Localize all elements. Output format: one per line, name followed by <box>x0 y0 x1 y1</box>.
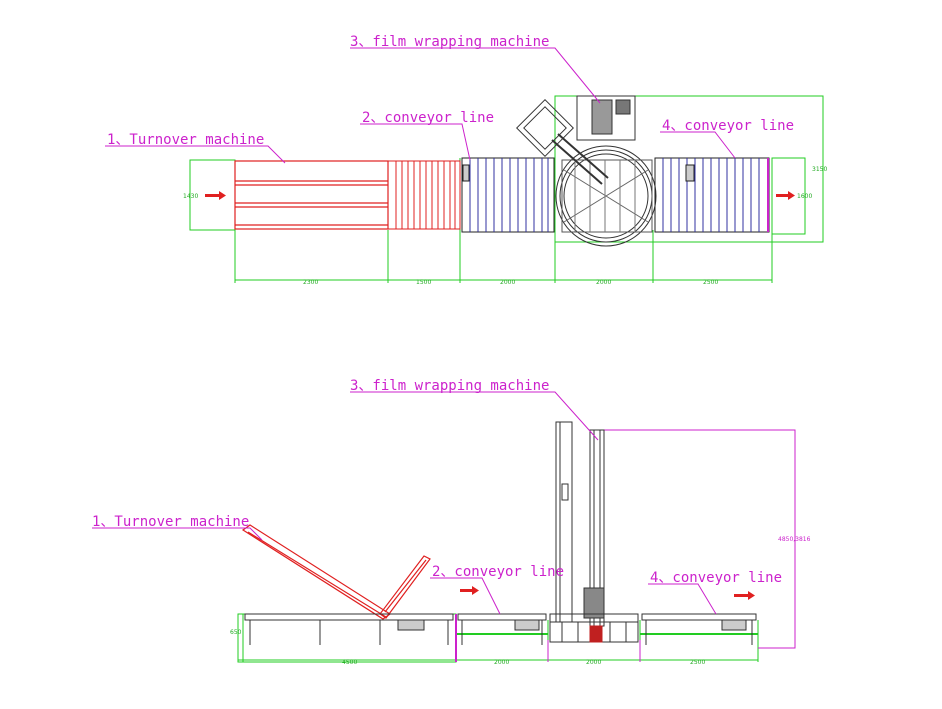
side-view: 1、Turnover machine 2、conveyor line 3、fil… <box>92 378 811 666</box>
side-turnover-base <box>244 613 454 645</box>
side-label-conveyor-4: 4、conveyor line <box>650 570 782 586</box>
plan-label-conveyor-4: 4、conveyor line <box>662 118 794 134</box>
side-mast-frame <box>455 429 796 662</box>
plan-turnover-rollers <box>387 160 461 230</box>
plan-inflow-arrow <box>205 191 226 200</box>
plan-dim-outlet-width: 1600 <box>797 193 812 200</box>
plan-dim-conveyor-4: 2500 <box>703 279 718 286</box>
plan-film-wrapping-machine <box>516 95 657 247</box>
side-conveyor-2 <box>457 613 547 645</box>
plan-outflow-arrow <box>776 191 795 200</box>
plan-conveyor-4 <box>654 157 770 233</box>
plan-label-film-wrapping: 3、film wrapping machine <box>350 34 549 50</box>
side-dim-mast-height: 4850,3816 <box>778 536 811 543</box>
side-dimension-lines <box>237 613 759 663</box>
plan-label-conveyor-2: 2、conveyor line <box>362 110 494 126</box>
side-label-turnover-machine: 1、Turnover machine <box>92 514 249 530</box>
side-label-film-wrapping: 3、film wrapping machine <box>350 378 549 394</box>
side-label-conveyor-2: 2、conveyor line <box>432 564 564 580</box>
side-conveyor-4 <box>641 613 757 645</box>
side-inflow-arrow <box>460 586 479 595</box>
side-film-wrapping-machine <box>549 421 639 643</box>
plan-dim-roller: 1500 <box>416 279 431 286</box>
plan-dim-inlet-width: 1430 <box>183 193 198 200</box>
plan-conveyor-2 <box>461 157 555 233</box>
plan-dim-conveyor-2: 2000 <box>500 279 515 286</box>
plan-dim-wrapper: 2000 <box>596 279 611 286</box>
side-dim-wrapper: 2000 <box>586 659 601 666</box>
plan-label-turnover-machine: 1、Turnover machine <box>107 132 264 148</box>
plan-dim-turnover: 2300 <box>303 279 318 286</box>
side-dim-height: 650 <box>230 629 242 636</box>
side-dim-turnover: 4500 <box>342 659 357 666</box>
side-dim-conveyor-2: 2000 <box>494 659 509 666</box>
plan-turnover-machine <box>234 160 389 230</box>
side-outflow-arrow <box>734 591 755 600</box>
plan-view: 1、Turnover machine 2、conveyor line 3、fil… <box>105 34 827 286</box>
side-turnover-arm <box>241 524 431 620</box>
plan-leader-lines <box>105 47 736 164</box>
plan-dim-overall-width: 3150 <box>812 166 827 173</box>
side-leader-lines <box>92 391 717 615</box>
side-dim-conveyor-4: 2500 <box>690 659 705 666</box>
